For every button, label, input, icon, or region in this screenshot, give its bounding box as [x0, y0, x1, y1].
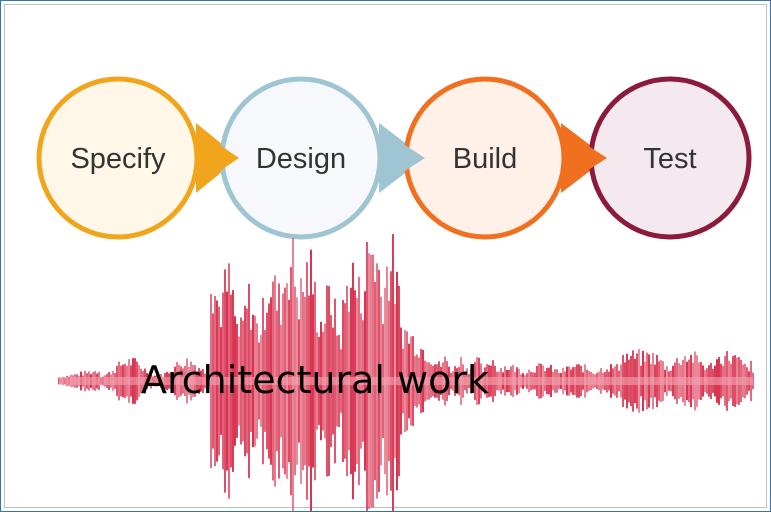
build-arrow-tip [565, 131, 607, 185]
stage-design: Design [219, 76, 383, 240]
stage-specify-label: Specify [70, 143, 166, 175]
waveform-label: Architectural work [141, 358, 489, 402]
audio-waveform [58, 234, 754, 511]
stage-test-label: Test [643, 143, 696, 175]
stage-build: Build [403, 76, 567, 240]
stage-specify-circle [36, 76, 200, 240]
design-arrow-tip [383, 131, 425, 185]
specify-arrow-tip [199, 131, 239, 185]
stage-build-label: Build [453, 143, 518, 175]
process-flow: Specify Design Build Test [36, 76, 752, 240]
waveform-centre-band [59, 377, 753, 385]
stage-specify: Specify [36, 76, 200, 240]
stage-design-label: Design [256, 143, 346, 175]
slide-inner-border [4, 4, 767, 508]
stage-test: Test [588, 76, 752, 240]
